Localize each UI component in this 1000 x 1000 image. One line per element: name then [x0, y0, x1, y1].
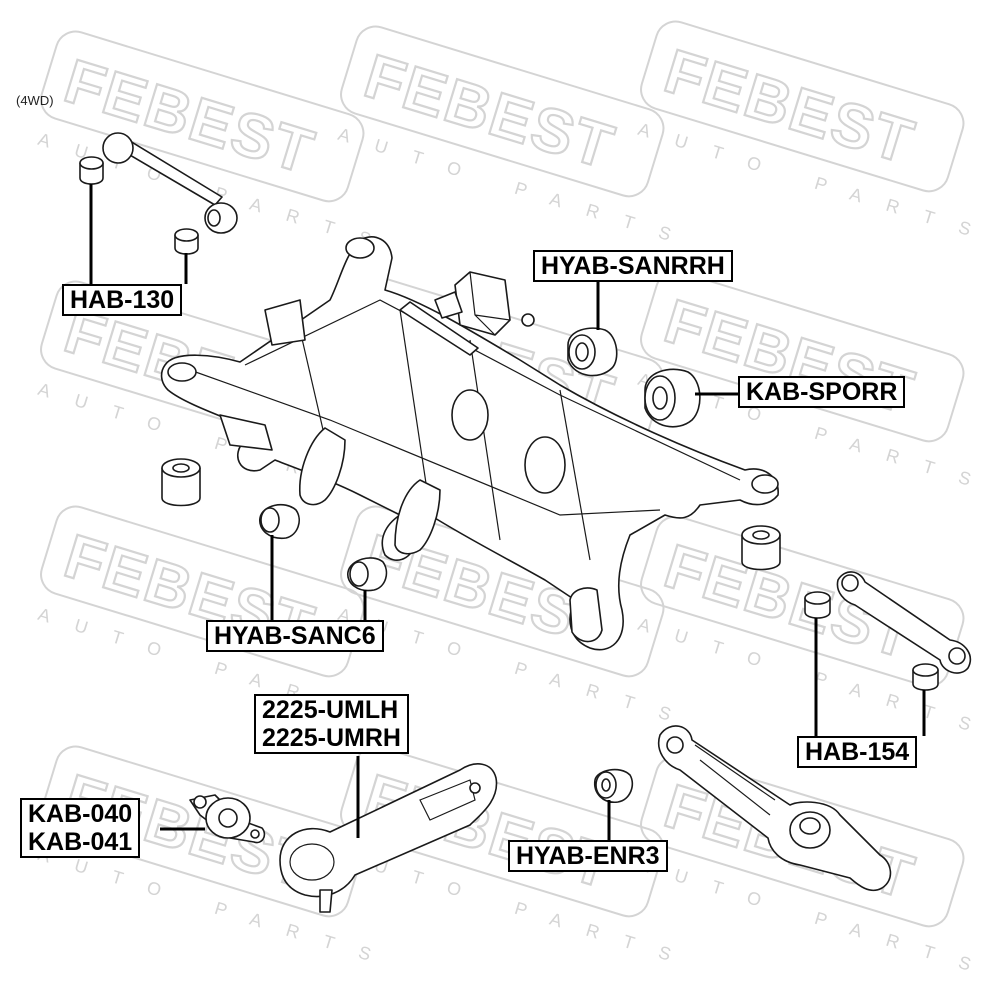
- bushing-right: [741, 525, 781, 571]
- label-hab-130[interactable]: HAB-130: [62, 284, 183, 316]
- label-hyab-enr3-text: HYAB-ENR3: [516, 842, 660, 870]
- hyab-sanrrh-bushing: [567, 327, 618, 377]
- label-hab-154-text: HAB-154: [805, 738, 910, 766]
- hab-130-bushing-b: [174, 228, 199, 255]
- label-hyab-sanrrh[interactable]: HYAB-SANRRH: [533, 250, 733, 282]
- label-kab-sporr-text: KAB-SPORR: [746, 378, 898, 406]
- label-hab-154[interactable]: HAB-154: [797, 736, 918, 768]
- hab-154-bushing-b: [912, 663, 939, 691]
- label-kab-sporr[interactable]: KAB-SPORR: [738, 376, 906, 408]
- kab-sporr-bushing: [644, 368, 701, 428]
- label-hyab-sanc6[interactable]: HYAB-SANC6: [206, 620, 384, 652]
- hab-154-bushing-a: [804, 591, 831, 619]
- hyab-sanc6-bushing-a: [259, 503, 300, 540]
- mount-bracket: [399, 271, 535, 356]
- watermark-stamp: FEBEST AUTO PARTS: [636, 20, 998, 247]
- bushing-left: [161, 458, 201, 507]
- label-hab-130-text: HAB-130: [70, 286, 175, 314]
- hyab-sanc6-bushing-b: [347, 557, 388, 592]
- hab-130-bushing-a: [79, 156, 104, 185]
- drivetrain-note: (4WD): [16, 93, 54, 108]
- label-hyab-enr3[interactable]: HYAB-ENR3: [508, 840, 668, 872]
- label-2225-umlh-text: 2225-UMLH: [262, 696, 399, 724]
- label-hyab-sanc6-text: HYAB-SANC6: [214, 622, 376, 650]
- leader-lines: [89, 184, 926, 841]
- label-kab-040-041[interactable]: KAB-040 KAB-041: [20, 798, 141, 858]
- lower-control-arm: [658, 725, 892, 892]
- label-trailing-arm[interactable]: 2225-UMLH 2225-UMRH: [254, 694, 409, 754]
- kab-040-bushing: [189, 794, 266, 844]
- hab-130-arm: [102, 132, 238, 234]
- hyab-enr3-bushing: [593, 768, 634, 803]
- hab-154-arm: [836, 571, 972, 674]
- rear-subframe: [160, 236, 779, 651]
- label-hyab-sanrrh-text: HYAB-SANRRH: [541, 252, 725, 280]
- label-2225-umrh-text: 2225-UMRH: [262, 724, 401, 752]
- label-kab-040-text: KAB-040: [28, 800, 133, 828]
- trailing-arm: [279, 763, 498, 913]
- label-kab-041-text: KAB-041: [28, 828, 133, 856]
